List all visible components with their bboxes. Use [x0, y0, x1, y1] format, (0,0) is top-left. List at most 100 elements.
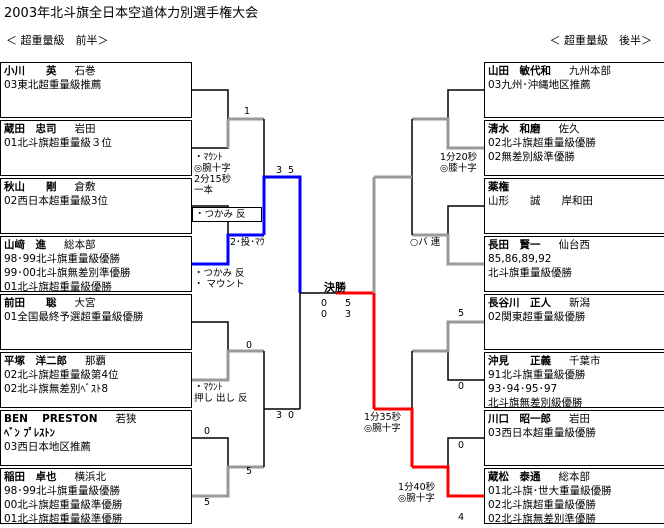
match-note: ・ﾏｳﾝﾄ ◎腕十字 2分15秒 一本 [194, 152, 232, 196]
player-dojo: 九州本部 [569, 65, 611, 77]
player-dojo: 岩田 [74, 123, 96, 135]
player-record: 01北斗旗超重量級優勝 [4, 281, 112, 292]
player-record: 01北斗旗･世大重量級優勝 [488, 485, 612, 497]
player-dojo: 岩田 [569, 413, 590, 425]
player-box: 蔵田 忠司 岩田 01北斗旗超重量級３位 [0, 120, 192, 176]
player-name-row: 平塚 洋二郎那覇 [4, 354, 188, 368]
player-record: 01北斗旗超重量級３位 [4, 137, 112, 149]
match-note: 1分20秒 ◎膝十字 [440, 152, 478, 174]
player-name-row: 川口 昭一郎岩田 [488, 412, 664, 426]
player-record: 山形 誠 岸和田 [488, 195, 593, 207]
match-note: 1分35秒 ◎腕十字 [364, 412, 402, 434]
match-note: 1分40秒 ◎腕十字 [398, 482, 436, 504]
player-record: 02無差別級準優勝 [488, 151, 575, 163]
player-record: 03九州･沖縄地区推薦 [488, 79, 591, 91]
bracket-line [192, 321, 229, 381]
player-name: 稲田 卓也 [4, 471, 57, 483]
player-name: 薬権 [488, 181, 509, 193]
bracket-line-advance [192, 465, 264, 498]
score: 3 [276, 410, 283, 421]
player-name-row: 稲田 卓也 横浜北 [4, 470, 188, 484]
player-name: BEN PRESTON [4, 413, 98, 425]
bracket-line [192, 89, 229, 149]
player-record: 01北斗旗超重量級準優勝 [4, 513, 123, 524]
player-dojo: 倉敷 [74, 181, 96, 193]
bracket-line [263, 351, 300, 467]
player-name-row: 蔵松 泰通総本部 [488, 470, 664, 484]
player-name: 清水 和磨 [488, 123, 541, 135]
score: 5 [204, 497, 211, 508]
player-name-row: 清水 和磨佐久 [488, 122, 664, 136]
player-dojo: 総本部 [64, 239, 96, 251]
bracket-line-advance [192, 349, 264, 382]
player-name-kana: ﾍﾞﾝ ﾌﾟﾚｽﾄﾝ [4, 427, 55, 439]
player-record: 02北斗旗超重量級第4位 [4, 369, 119, 381]
bracket-line-advance [226, 117, 264, 148]
player-box: 前田 聡 大宮 01全国最終予選超重量級優勝 [0, 294, 192, 350]
bracket-line-advance [192, 233, 264, 266]
player-name: 長谷川 正人 [488, 297, 551, 309]
match-note: ・ﾏｳﾝﾄ 押し 出し 反 [194, 382, 248, 404]
player-name: 平塚 洋二郎 [4, 355, 67, 367]
match-note: ・つかみ 反 ・ マウント [194, 268, 245, 290]
player-name: 蔵田 忠司 [4, 123, 57, 135]
player-name: 山田 敏代和 [488, 65, 551, 77]
player-dojo: 大宮 [74, 297, 96, 309]
score: 0 [458, 440, 465, 451]
bracket-line [192, 437, 229, 497]
player-box: 小川 英 石巻 03東北超重量級推薦 [0, 62, 192, 118]
player-name-row: 山﨑 進総本部 [4, 238, 188, 252]
score: 0 [288, 410, 295, 421]
match-note: ○バ 連 [410, 237, 441, 248]
player-record: 02関東超重量級優勝 [488, 311, 586, 323]
player-record: 03西日本地区推薦 [4, 441, 91, 453]
final-score-right-2: 3 [345, 309, 352, 320]
bracket-line-advance [412, 465, 484, 498]
bracket-line-advance [374, 407, 414, 467]
final-score-right-1: 5 [345, 298, 352, 309]
bracket-line-advance [412, 320, 484, 353]
bracket-line-advance [412, 117, 484, 150]
player-record: 02北斗旗超重量級優勝 [488, 499, 596, 511]
player-name: 小川 英 [4, 65, 57, 77]
player-name-row: 長田 賢一仙台西 [488, 238, 664, 252]
bracket-line-advance [262, 175, 302, 293]
player-dojo: 石巻 [74, 65, 96, 77]
score: 0 [204, 426, 211, 437]
player-name-row: 薬権 [488, 180, 664, 194]
player-name-row: 秋山 剛倉敷 [4, 180, 188, 194]
player-record: 02北斗旗無差別ﾍﾞｽﾄ8 [4, 383, 109, 395]
bracket-line [447, 89, 484, 149]
player-record: 01全国最終予選超重量級優勝 [4, 311, 144, 323]
player-name-row: 前田 聡 大宮 [4, 296, 188, 310]
bracket-line-advance [412, 233, 484, 266]
player-name: 前田 聡 [4, 297, 57, 309]
player-record: 02北斗旗超重量級優勝 [488, 137, 596, 149]
score: 4 [458, 512, 465, 523]
player-record: 91北斗旗重量級優勝 [488, 369, 586, 381]
score: 5 [458, 308, 465, 319]
player-dojo: 新潟 [569, 297, 590, 309]
score: 1 [244, 106, 251, 117]
player-record: 98･99北斗旗重量級優勝 [4, 253, 120, 265]
player-record: 98･99北斗旗重量級優勝 [4, 485, 120, 497]
player-record: 03東北超重量級推薦 [4, 79, 102, 91]
final-score-left-1: 0 [321, 298, 328, 309]
player-dojo: 横浜北 [74, 471, 107, 483]
player-box: 薬権山形 誠 岸和田 [484, 178, 664, 234]
score: 5 [288, 165, 295, 176]
player-name-row: 小川 英 石巻 [4, 64, 188, 78]
player-name-row: 山田 敏代和 九州本部 [488, 64, 664, 78]
bracket-line [447, 321, 484, 381]
player-record: 02西日本超重量級3位 [4, 195, 109, 207]
